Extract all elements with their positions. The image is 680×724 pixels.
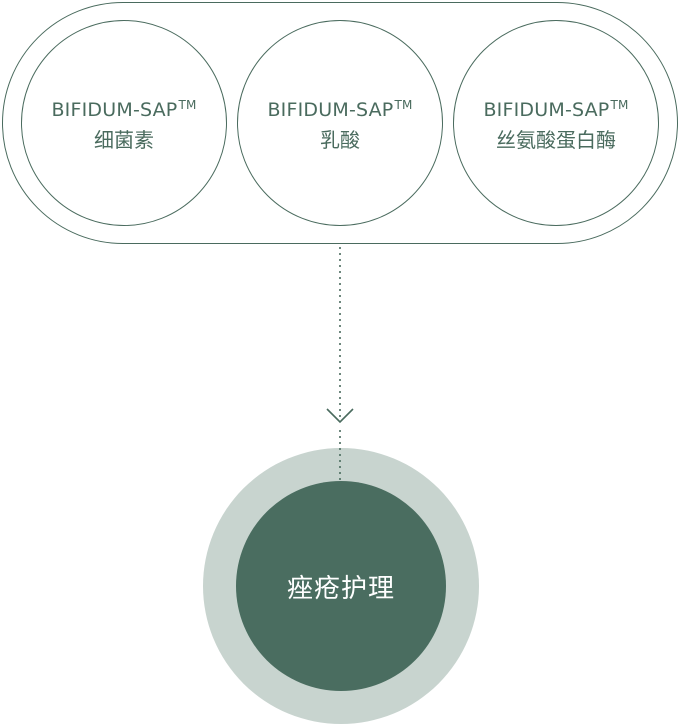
ingredient-name: 丝氨酸蛋白酶 — [496, 127, 616, 152]
ingredient-brand: BIFIDUM-SAPTM — [483, 97, 629, 121]
ingredient-name: 乳酸 — [320, 127, 360, 152]
ingredients-group — [2, 2, 678, 244]
trademark-mark: TM — [394, 97, 413, 112]
ingredient-name: 细菌素 — [94, 127, 154, 152]
ingredient-circle-lactic-acid: BIFIDUM-SAPTM 乳酸 — [237, 20, 443, 226]
result-core-circle: 痤疮护理 — [236, 481, 446, 691]
result-label: 痤疮护理 — [286, 573, 395, 604]
ingredient-brand: BIFIDUM-SAPTM — [267, 97, 413, 121]
chevron-down-icon — [326, 408, 354, 424]
ingredient-circle-serine-protease: BIFIDUM-SAPTM 丝氨酸蛋白酶 — [453, 20, 659, 226]
trademark-mark: TM — [178, 97, 197, 112]
trademark-mark: TM — [610, 97, 629, 112]
ingredient-brand: BIFIDUM-SAPTM — [51, 97, 197, 121]
ingredient-circle-bacteriocin: BIFIDUM-SAPTM 细菌素 — [21, 20, 227, 226]
